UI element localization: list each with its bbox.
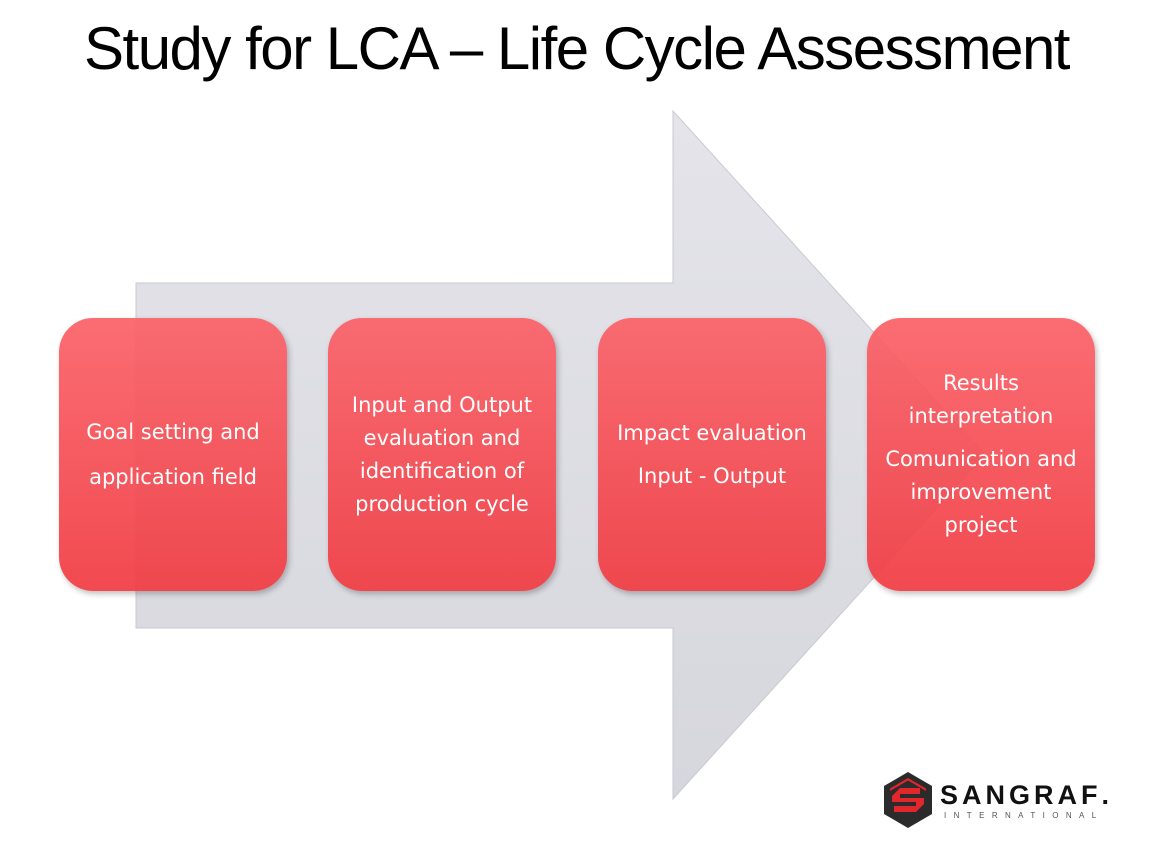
logo-wordmark: SANGRAF.: [940, 780, 1110, 810]
step-subtext: Comunication and improvement project: [885, 447, 1077, 537]
step-subtext: Input - Output: [637, 463, 787, 488]
step-goal-setting: Goal setting and application field: [59, 318, 287, 591]
step-text: Results interpretation: [908, 371, 1054, 428]
step-text: Impact evaluation: [617, 420, 807, 445]
step-impact-evaluation: Impact evaluation Input - Output: [598, 318, 826, 591]
sangraf-logo: SANGRAF. INTERNATIONAL: [878, 770, 1128, 830]
logo-subtitle: INTERNATIONAL: [944, 811, 1104, 820]
step-text: Goal setting and application field: [86, 419, 260, 489]
step-input-output-evaluation: Input and Output evaluation and identifi…: [328, 318, 556, 591]
slide-title: Study for LCA – Life Cycle Assessment: [84, 15, 1070, 82]
step-text: Input and Output evaluation and identifi…: [351, 392, 533, 516]
step-results-interpretation: Results interpretation Comunication and …: [867, 318, 1095, 591]
sangraf-logo-icon: [884, 772, 932, 828]
